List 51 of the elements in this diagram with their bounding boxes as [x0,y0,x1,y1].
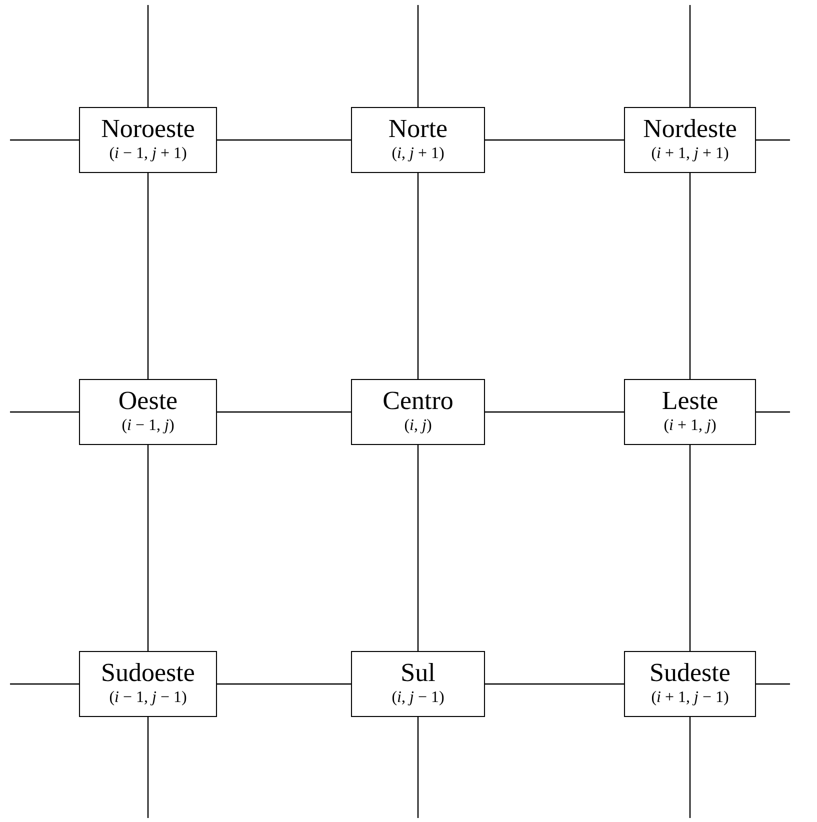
direction-label: Centro [382,387,454,415]
coordinate-label: (i, j + 1) [390,144,446,164]
grid-line [689,445,691,651]
coordinate-label: (i, j) [403,416,433,436]
grid-cell-box [624,379,756,445]
grid-cell-box [79,651,217,717]
grid-line [756,683,790,685]
coordinate-label: (i, j − 1) [390,688,446,708]
direction-label: Sudeste [648,659,732,687]
coordinate-label: (i + 1, j − 1) [650,688,730,708]
grid-line [10,411,79,413]
direction-label: Norte [387,115,449,143]
grid-cell-box [351,107,485,173]
grid-cell-box [624,651,756,717]
direction-label: Nordeste [642,115,738,143]
grid-line [689,717,691,818]
coordinate-label: (i + 1, j) [662,416,718,436]
grid-cell-box [624,107,756,173]
grid-line [689,173,691,379]
grid-cell-box [79,107,217,173]
coordinate-label: (i − 1, j − 1) [108,688,188,708]
grid-line [485,411,624,413]
grid-line [417,445,419,651]
direction-label: Leste [660,387,720,415]
direction-label: Sudoeste [100,659,196,687]
grid-line [485,139,624,141]
grid-line [756,139,790,141]
grid-line [689,5,691,107]
direction-label: Oeste [117,387,179,415]
grid-line [756,411,790,413]
coordinate-label: (i − 1, j + 1) [108,144,188,164]
grid-line [417,173,419,379]
grid-line [147,173,149,379]
coordinate-label: (i + 1, j + 1) [650,144,730,164]
grid-cell-box [79,379,217,445]
coordinate-label: (i − 1, j) [120,416,176,436]
grid-line [10,139,79,141]
grid-line [485,683,624,685]
grid-line [417,717,419,818]
grid-line [10,683,79,685]
grid-line [217,683,351,685]
grid-line [147,5,149,107]
grid-line [147,445,149,651]
direction-label: Noroeste [100,115,196,143]
direction-label: Sul [400,659,436,687]
grid-line [217,411,351,413]
grid-cell-box [351,651,485,717]
grid-cell-box [351,379,485,445]
grid-line [217,139,351,141]
grid-line [417,5,419,107]
grid-line [147,717,149,818]
